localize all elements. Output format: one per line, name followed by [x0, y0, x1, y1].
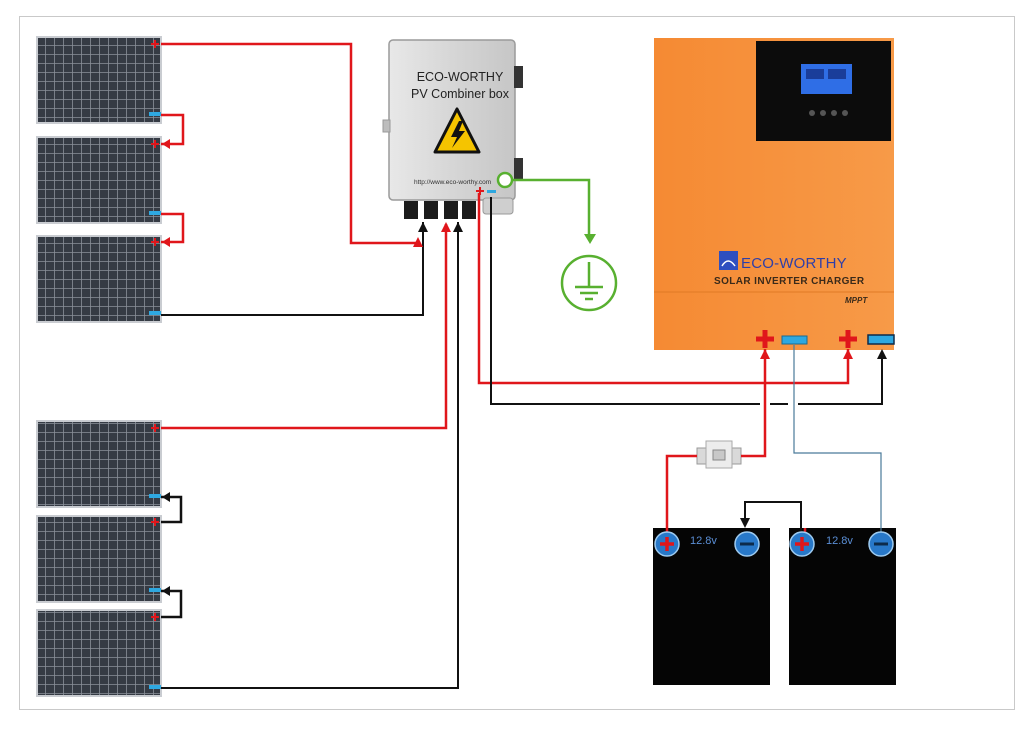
inverter: [654, 38, 894, 350]
solar-panel-1: [36, 36, 162, 124]
solar-panel-6: [36, 609, 162, 697]
arrowheads: [162, 139, 887, 596]
combiner-brand: ECO-WORTHY: [416, 70, 504, 84]
inverter-subtitle: SOLAR INVERTER CHARGER: [714, 276, 865, 287]
combiner-title: PV Combiner box: [411, 87, 509, 101]
diagram-frame: [19, 16, 1015, 710]
inverter-brand: ECO-WORTHY: [741, 255, 847, 272]
battery-1-voltage: 12.8v: [690, 535, 717, 547]
negative-wires: [161, 197, 883, 689]
combiner-url: http://www.eco-worthy.com: [414, 179, 492, 186]
positive-wires: [161, 42, 850, 544]
battery-terminals: [654, 531, 894, 557]
ground-wire: [512, 178, 591, 236]
high-voltage-warning-icon: [433, 107, 481, 154]
solar-panel-4: [36, 420, 162, 508]
battery-2-voltage: 12.8v: [826, 535, 853, 547]
inverter-mppt-label: MPPT: [845, 296, 868, 305]
series-jumpers: [161, 113, 185, 619]
inverter-terminals: [476, 187, 895, 348]
panel-terminals: [149, 40, 161, 689]
inverter-logo-icon: [719, 251, 738, 270]
solar-panel-2: [36, 136, 162, 224]
solar-panel-5: [36, 515, 162, 603]
sense-wire: [793, 345, 882, 544]
ground-symbol-icon: [560, 254, 618, 312]
solar-panel-3: [36, 235, 162, 323]
fuse-icon: [696, 440, 742, 469]
